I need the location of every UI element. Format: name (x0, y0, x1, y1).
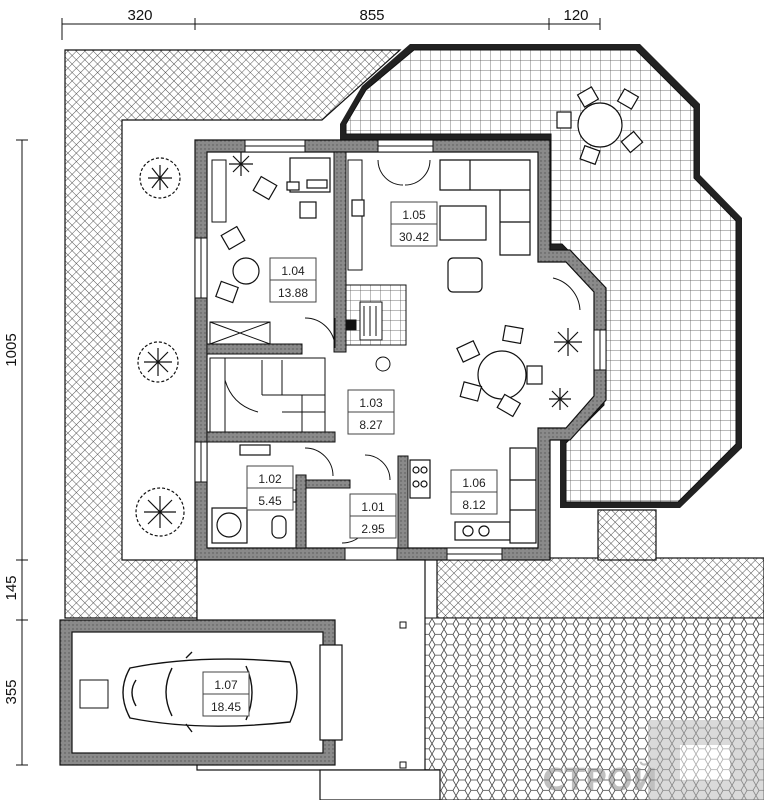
plant-icon (229, 152, 582, 410)
room-1.01: 1.01 2.95 (349, 493, 397, 539)
dimension-lines (16, 18, 601, 766)
room-1.02: 1.02 5.45 (246, 465, 294, 511)
room-number: 1.07 (214, 678, 238, 692)
room-area: 8.27 (359, 418, 383, 432)
room-1.04: 1.04 13.88 (269, 257, 317, 303)
paving-area (64, 49, 764, 619)
room-number: 1.04 (281, 264, 305, 278)
fireplace (345, 301, 391, 372)
room-area: 5.45 (258, 494, 282, 508)
dimension-top-3: 120 (563, 7, 588, 24)
kitchen-fixtures (409, 447, 537, 544)
tree-icon (135, 157, 185, 537)
dimension-left-2: 145 (3, 575, 20, 600)
room-1.06: 1.06 8.12 (450, 469, 498, 515)
room-1.03: 1.03 8.27 (347, 389, 395, 435)
office-furniture (215, 157, 365, 304)
dimension-left-3: 355 (3, 679, 20, 704)
room-labels: 1.04 13.88 1.05 30.42 1.03 8.27 1.02 5.4… (202, 201, 498, 717)
bathroom-fixtures (211, 444, 297, 544)
room-area: 30.42 (399, 230, 429, 244)
interior-walls (206, 151, 409, 549)
room-number: 1.05 (402, 208, 426, 222)
room-area: 18.45 (211, 700, 241, 714)
room-number: 1.06 (462, 476, 486, 490)
dimension-top-1: 320 (127, 7, 152, 24)
living-furniture (439, 159, 543, 418)
room-area: 13.88 (278, 286, 308, 300)
watermark-logo: СТРОЙ (542, 720, 764, 800)
room-area: 8.12 (462, 498, 486, 512)
room-1.05: 1.05 30.42 (390, 201, 438, 247)
staircase (209, 321, 326, 433)
room-number: 1.03 (359, 396, 383, 410)
room-area: 2.95 (361, 522, 385, 536)
dimension-left-1: 1005 (3, 333, 20, 366)
terrace-table (556, 86, 644, 166)
dimension-top-2: 855 (359, 7, 384, 24)
room-1.07: 1.07 18.45 (202, 671, 250, 717)
house-walls (194, 139, 607, 561)
watermark-text: СТРОЙ (542, 762, 657, 798)
room-number: 1.02 (258, 472, 282, 486)
room-number: 1.01 (361, 500, 385, 514)
